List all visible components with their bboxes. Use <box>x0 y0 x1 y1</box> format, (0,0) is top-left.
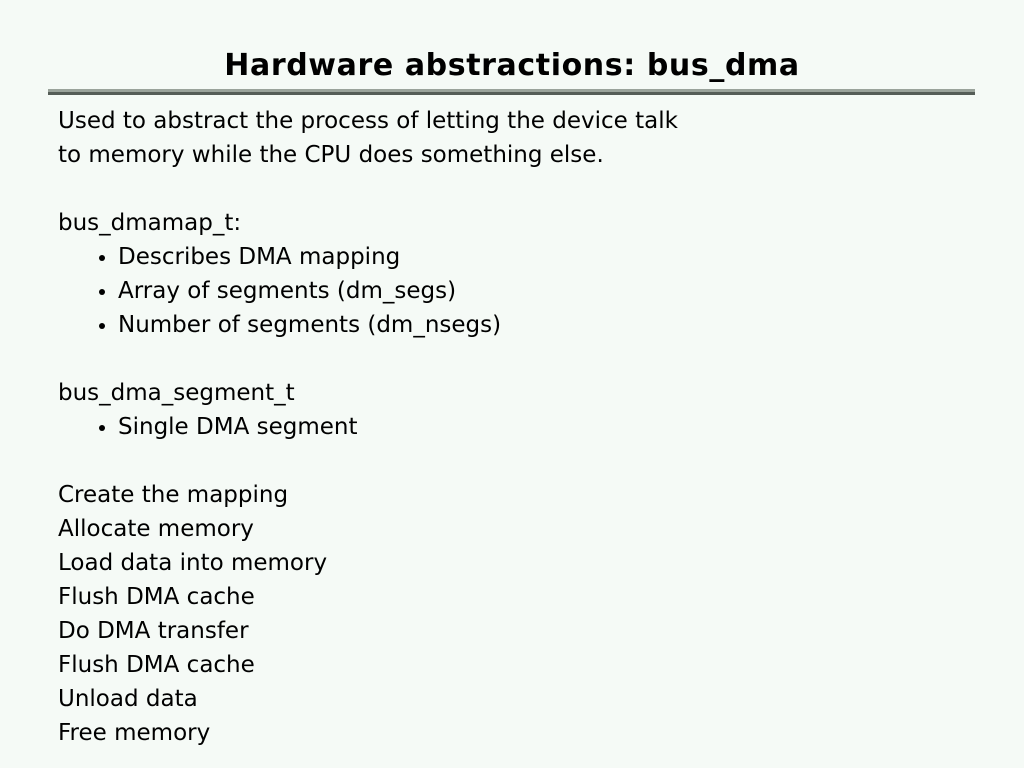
divider-shadow <box>48 92 975 95</box>
list-item: Array of segments (dm_segs) <box>58 274 998 308</box>
section-heading: bus_dmamap_t: <box>58 210 242 236</box>
bullet-icon <box>99 323 105 329</box>
spacer <box>58 172 998 206</box>
step-item: Do DMA transfer <box>58 618 249 644</box>
divider-highlight <box>48 89 975 92</box>
spacer <box>58 342 998 376</box>
list-item: Number of segments (dm_nsegs) <box>58 308 998 342</box>
step-item: Allocate memory <box>58 516 254 542</box>
bullet-list: Describes DMA mapping Array of segments … <box>58 240 998 342</box>
intro-line-2: to memory while the CPU does something e… <box>58 142 604 168</box>
step-item: Free memory <box>58 720 211 746</box>
list-item-label: Array of segments (dm_segs) <box>118 278 457 304</box>
list-item-label: Number of segments (dm_nsegs) <box>118 312 502 338</box>
step-item: Load data into memory <box>58 550 328 576</box>
bullet-list: Single DMA segment <box>58 410 998 444</box>
bullet-icon <box>99 255 105 261</box>
page-title: Hardware abstractions: bus_dma <box>224 48 800 83</box>
spacer <box>58 444 998 478</box>
section-heading: bus_dma_segment_t <box>58 380 295 406</box>
list-item-label: Describes DMA mapping <box>118 244 401 270</box>
step-item: Unload data <box>58 686 198 712</box>
section-bus-dmamap-t: bus_dmamap_t: Describes DMA mapping Arra… <box>58 206 998 342</box>
slide-body: Used to abstract the process of letting … <box>58 104 998 750</box>
list-item: Single DMA segment <box>58 410 998 444</box>
dma-steps-list: Create the mapping Allocate memory Load … <box>58 478 998 750</box>
intro-line-1: Used to abstract the process of letting … <box>58 108 678 134</box>
title-divider <box>48 89 975 95</box>
bullet-icon <box>99 289 105 295</box>
section-bus-dma-segment-t: bus_dma_segment_t Single DMA segment <box>58 376 998 444</box>
list-item: Describes DMA mapping <box>58 240 998 274</box>
list-item-label: Single DMA segment <box>118 414 358 440</box>
step-item: Flush DMA cache <box>58 652 255 678</box>
bullet-icon <box>99 425 105 431</box>
step-item: Flush DMA cache <box>58 584 255 610</box>
step-item: Create the mapping <box>58 482 289 508</box>
